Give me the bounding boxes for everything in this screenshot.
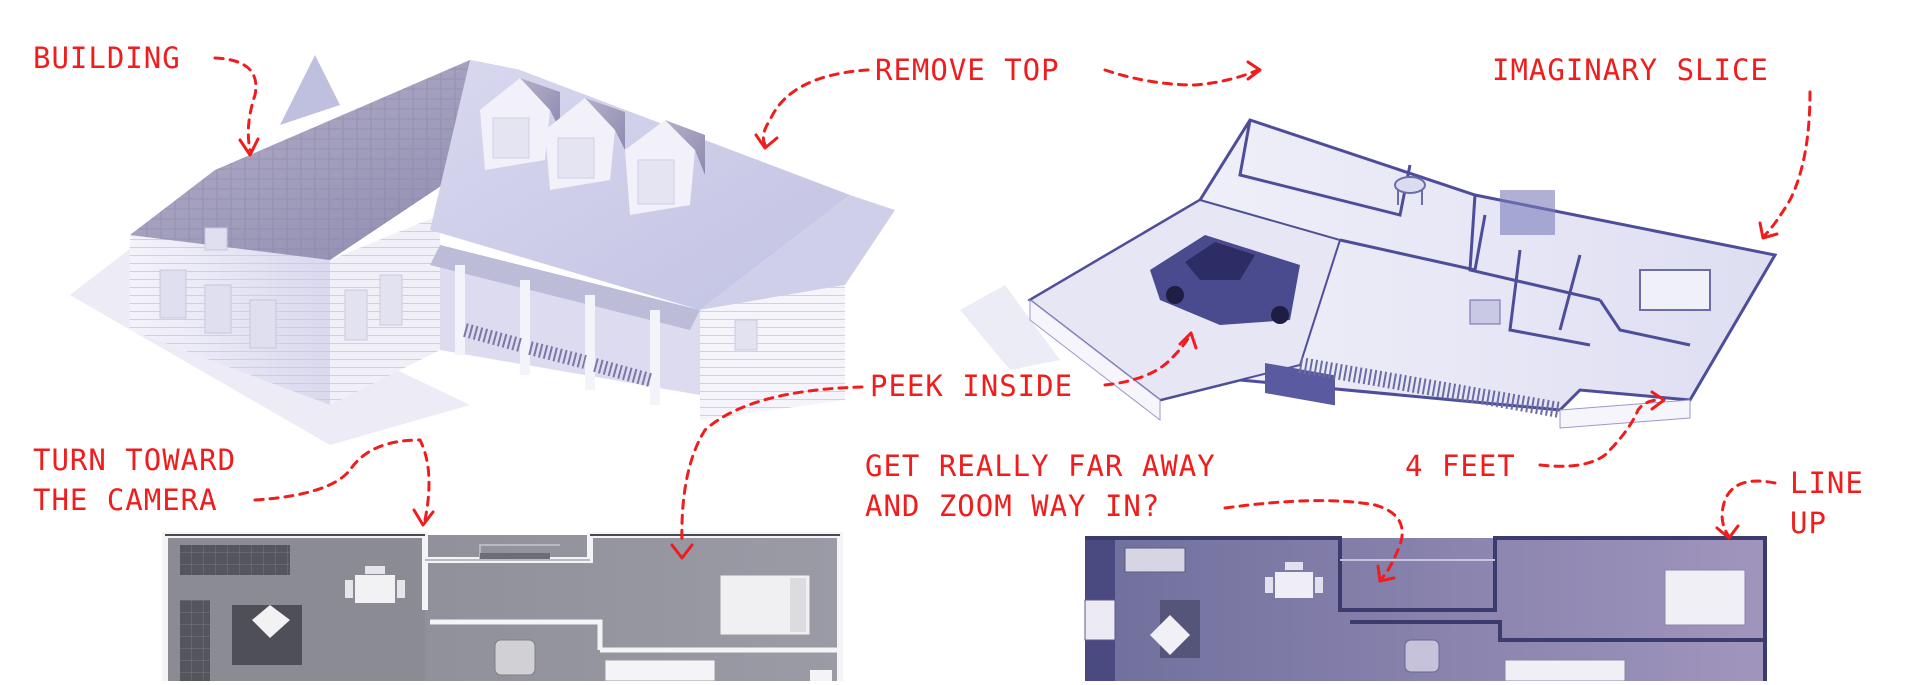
front-railing <box>1298 357 1562 418</box>
armchair-icon <box>1404 639 1440 673</box>
window <box>734 319 758 351</box>
armchair-icon <box>494 639 536 676</box>
porch-railing <box>1500 190 1555 235</box>
bed-icon <box>1664 569 1746 626</box>
dormer-windows <box>480 78 705 215</box>
arrow-remove-top-right <box>1103 68 1260 87</box>
label-turn-toward-line2: THE CAMERA <box>33 483 218 517</box>
front-porch <box>430 245 700 405</box>
kitchen-counter <box>1124 547 1186 573</box>
label-four-feet: 4 FEET <box>1405 449 1516 483</box>
ground-shadow <box>960 285 1060 370</box>
kitchen-counter <box>180 545 290 575</box>
annotation-arrows <box>213 56 1812 583</box>
arrow-peek-inside-right <box>1103 333 1192 387</box>
arrow-four-feet <box>1538 398 1662 468</box>
window <box>249 299 277 349</box>
label-far-away-line1: GET REALLY FAR AWAY <box>865 449 1216 483</box>
label-remove-top: REMOVE TOP <box>875 53 1060 87</box>
bed-icon <box>1639 269 1711 311</box>
window <box>159 269 187 319</box>
label-turn-toward-line1: TURN TOWARD <box>33 443 237 477</box>
interior-walls <box>1238 119 1691 347</box>
house-exterior <box>70 55 895 445</box>
label-line-up-line1: LINE <box>1790 466 1864 500</box>
sliced-model <box>960 118 1778 429</box>
label-peek-inside: PEEK INSIDE <box>870 369 1074 403</box>
armchair-icon <box>1469 299 1501 325</box>
arrow-remove-top-left <box>761 68 870 147</box>
window <box>204 284 232 334</box>
label-imaginary-slice: IMAGINARY SLICE <box>1492 53 1769 87</box>
floor-plan-perspective <box>162 532 843 682</box>
kitchen-counter <box>1265 363 1335 406</box>
window <box>344 289 368 341</box>
dining-table-icon <box>1265 562 1323 598</box>
window <box>204 227 228 251</box>
railing <box>480 553 550 559</box>
label-line-up-line2: UP <box>1790 506 1827 540</box>
label-building: BUILDING <box>33 41 181 75</box>
exterior-walls <box>1085 536 1767 681</box>
label-far-away-line2: AND ZOOM WAY IN? <box>865 489 1161 523</box>
arrow-far-away <box>1223 499 1404 580</box>
car-icon <box>1150 235 1300 325</box>
dining-table-icon <box>345 566 405 603</box>
arrow-building <box>213 56 258 152</box>
window <box>379 274 403 326</box>
dining-table-icon <box>1394 176 1426 205</box>
arrow-line-up <box>1720 479 1777 537</box>
floor-plan-orthographic <box>1084 536 1767 682</box>
arrow-imaginary-slice <box>1763 90 1812 237</box>
arrow-turn-toward <box>253 438 431 522</box>
